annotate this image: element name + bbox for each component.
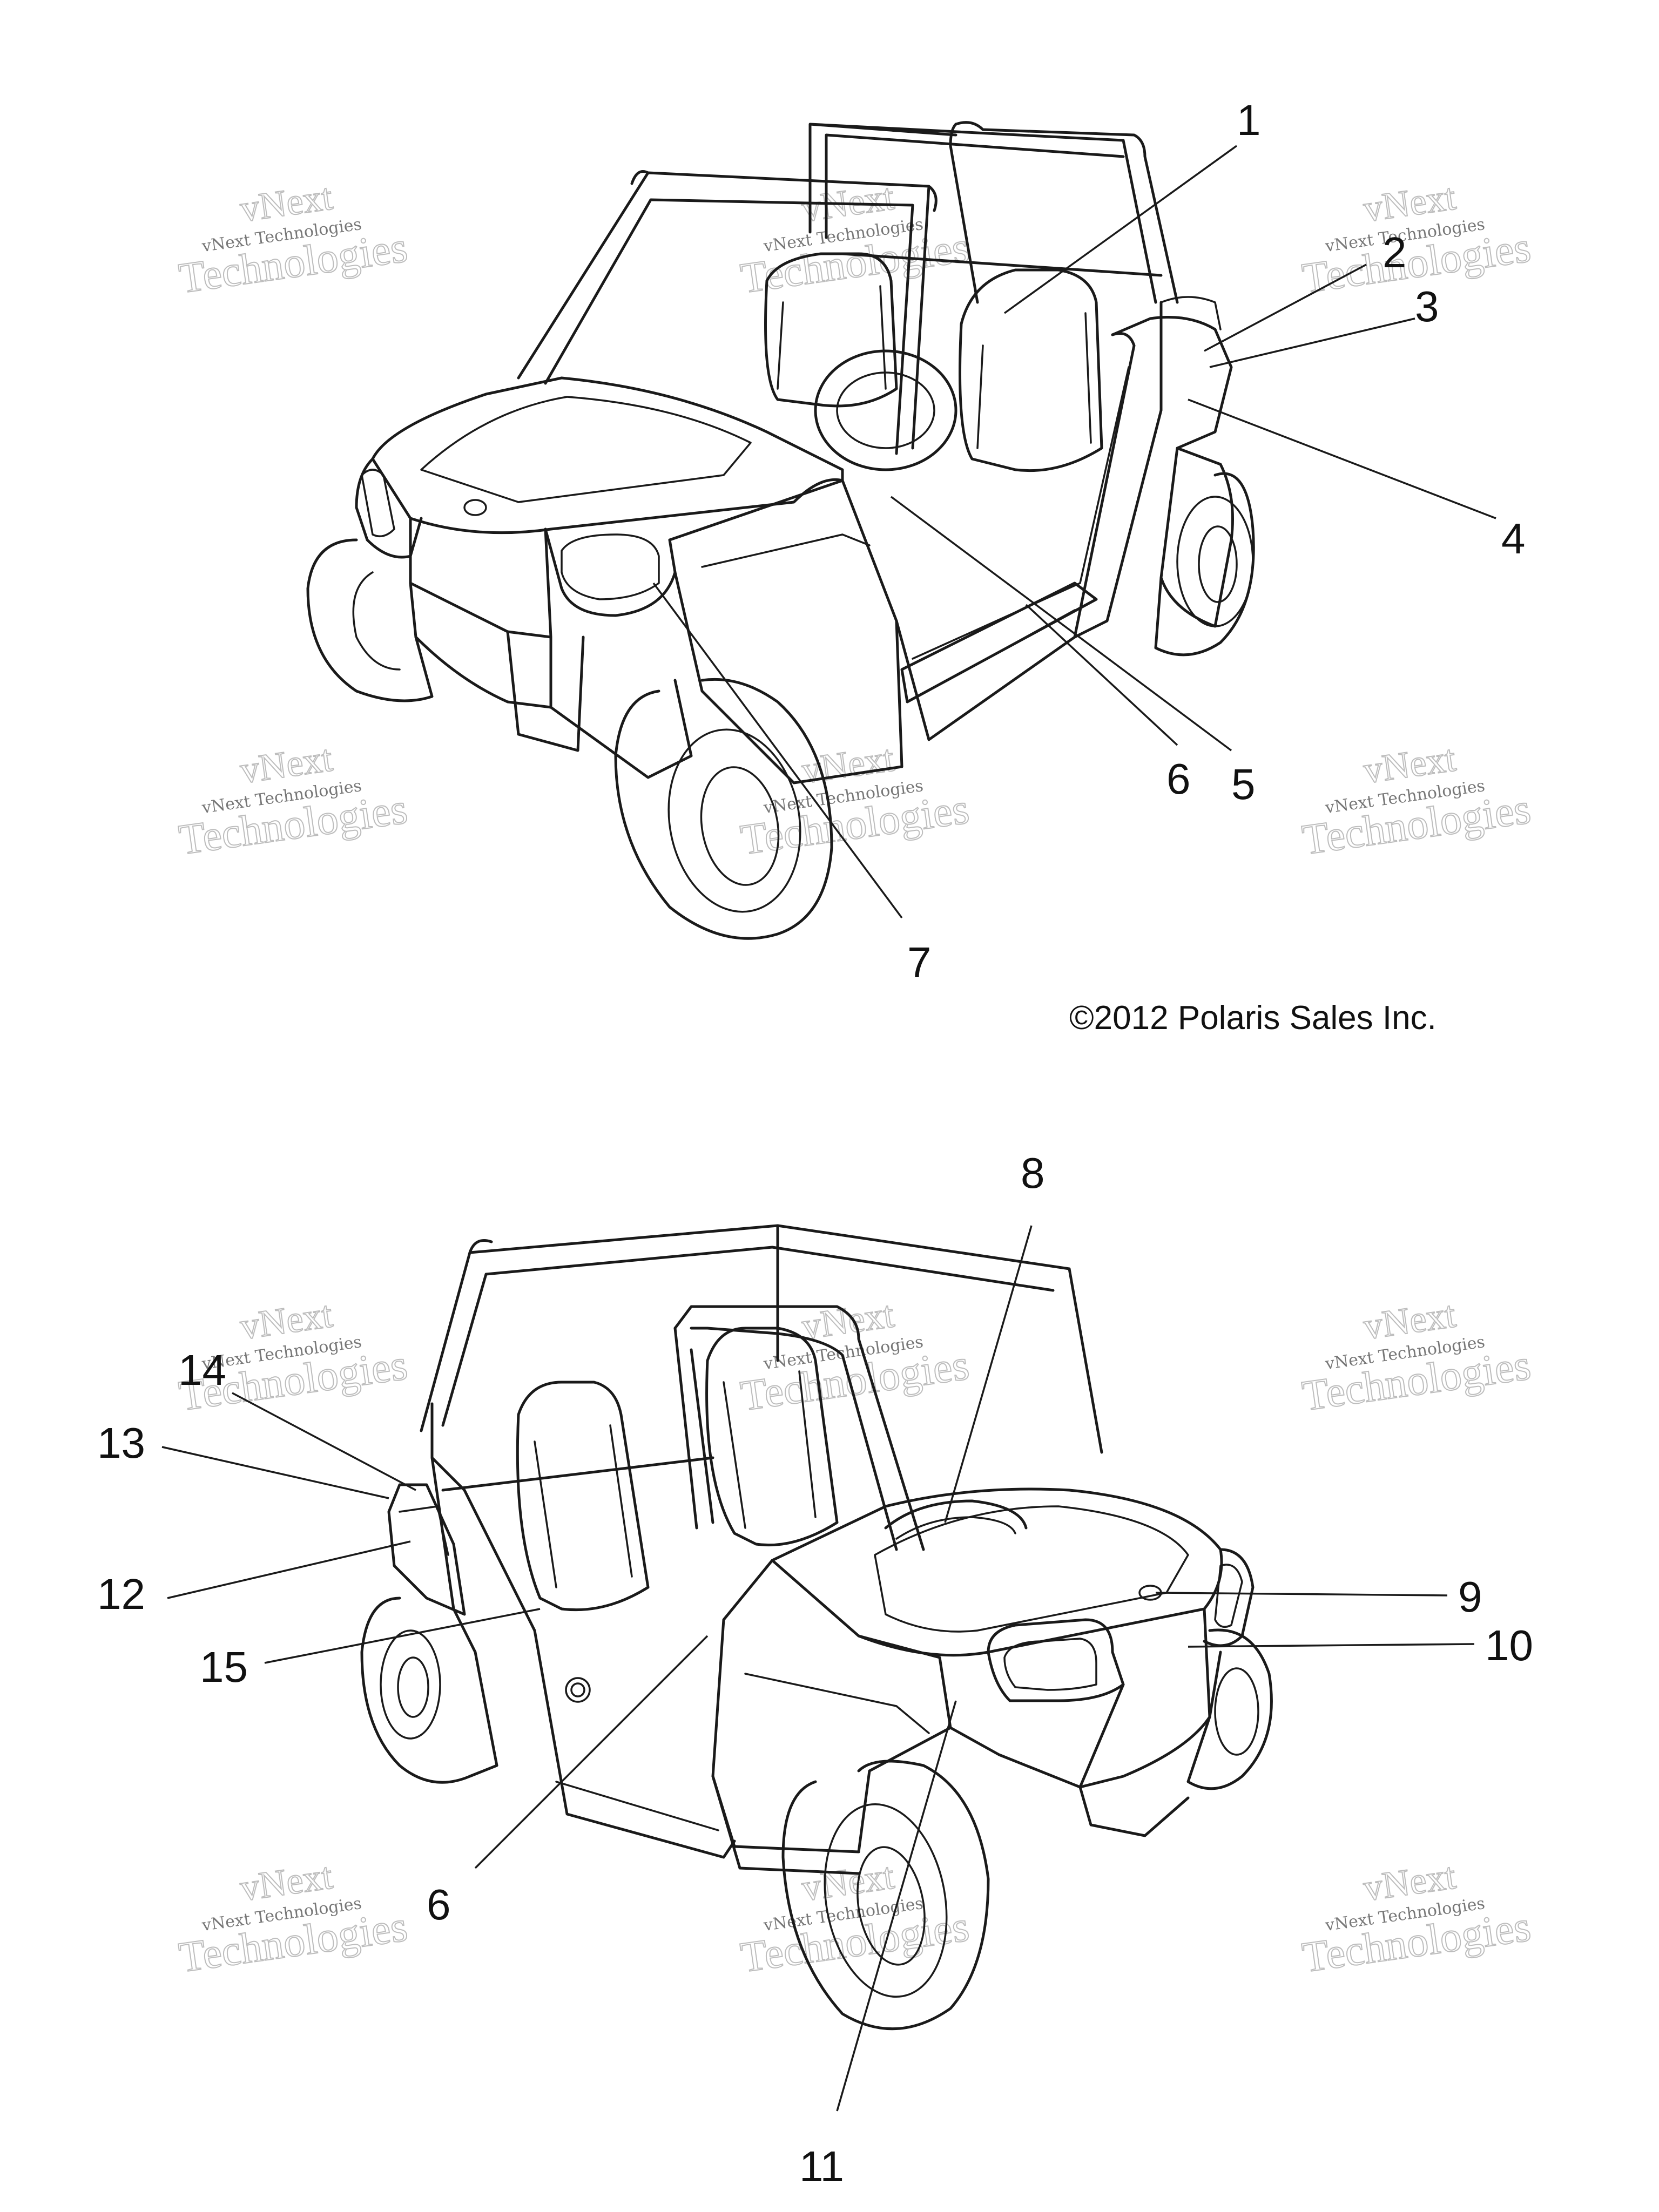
watermark: vNext vNext Technologies Technologies <box>1299 1855 1534 1982</box>
callout-label: 13 <box>97 1419 145 1467</box>
watermark: vNext vNext Technologies Technologies <box>176 1855 410 1982</box>
copyright-notice: ©2012 Polaris Sales Inc. <box>1069 999 1437 1037</box>
callout-label: 3 <box>1415 282 1439 330</box>
callout-label: 5 <box>1231 760 1256 808</box>
watermark: vNext vNext Technologies Technologies <box>1299 1293 1534 1420</box>
callout-label: 10 <box>1485 1621 1533 1669</box>
callout-label: 1 <box>1237 96 1261 144</box>
callout-label: 12 <box>97 1570 145 1618</box>
callout-label: 7 <box>907 938 932 986</box>
watermark: vNext vNext Technologies Technologies <box>176 737 410 864</box>
callout-label: 15 <box>200 1643 248 1691</box>
callout-label: 8 <box>1021 1149 1045 1197</box>
vehicle-top-view <box>306 121 1255 940</box>
callouts-bottom: 8 9 10 11 12 13 14 15 6 <box>97 1149 1533 2190</box>
watermark: vNext vNext Technologies Technologies <box>737 737 972 864</box>
callout-label: 6 <box>1166 755 1191 803</box>
callout-label: 6 <box>427 1880 451 1929</box>
watermarks: vNext vNext Technologies Technologies vN… <box>176 175 1534 1982</box>
callout-label: 4 <box>1501 515 1526 563</box>
watermark: vNext vNext Technologies Technologies <box>1299 737 1534 864</box>
watermark: vNext vNext Technologies Technologies <box>737 1293 972 1420</box>
watermark: vNext vNext Technologies Technologies <box>176 175 410 303</box>
callout-label: 2 <box>1382 228 1407 276</box>
callout-label: 14 <box>178 1346 226 1394</box>
vehicle-bottom-view <box>360 1224 1273 2031</box>
watermark: vNext vNext Technologies Technologies <box>1299 175 1534 303</box>
watermark: vNext vNext Technologies Technologies <box>737 1855 972 1982</box>
callouts-top: 1 2 3 4 5 6 7 <box>652 96 1526 986</box>
callout-label: 11 <box>799 2142 844 2190</box>
callout-label: 9 <box>1458 1573 1482 1621</box>
